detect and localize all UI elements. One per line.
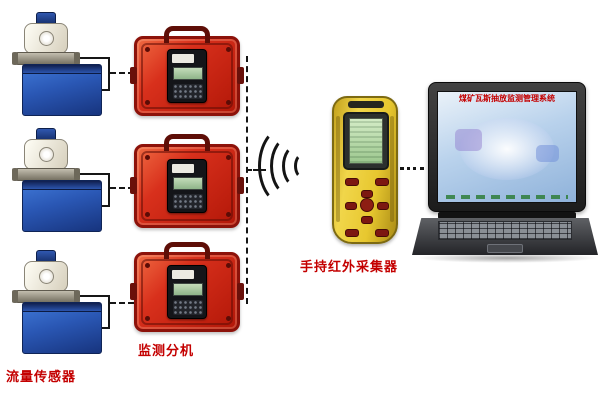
handheld-button-up [361,190,373,198]
laptop-screen-title: 煤矿瓦斯抽放监测管理系统 [459,94,555,103]
connector-line [108,295,110,329]
panel-keypad [173,194,203,209]
handheld-button [345,178,359,186]
monitor-unit-case [130,242,244,332]
connector-line [102,205,108,207]
panel-label [172,164,194,173]
case-panel [167,49,207,103]
case-latch [237,176,244,194]
sensor-tank [22,302,102,354]
sensor-transmitter [24,261,68,292]
case-latch [237,67,244,85]
monitor-unit-case [130,26,244,116]
panel-keypad [173,300,203,315]
case-latch [130,176,137,194]
connector-line [108,57,110,91]
dashed-connector [246,169,266,171]
laptop-hinge [438,212,576,219]
flow-sensor-unit [12,250,116,356]
sensor-tank-rim [23,65,101,74]
case-panel [167,265,207,319]
sensor-tank-rim [23,303,101,312]
flow-sensor-label: 流量传感器 [6,370,77,385]
case-latch [130,67,137,85]
sensor-gauge-face [39,147,54,162]
connector-line [80,295,108,297]
case-frame [141,43,233,109]
handheld-button-left [345,202,357,210]
dashed-connector [110,302,134,304]
case-frame [141,151,233,221]
case-handle [164,26,210,43]
panel-keypad [173,84,203,99]
sensor-gauge-face [39,269,54,284]
sensor-tank [22,64,102,116]
laptop-shadow [416,253,598,263]
laptop-display: 煤矿瓦斯抽放监测管理系统 [437,91,577,203]
connector-line [108,173,110,207]
wireless-signal-arc [258,126,312,206]
panel-label [172,270,194,279]
case-handle [164,242,210,259]
dashed-connector [110,72,134,74]
panel-lcd [173,67,203,80]
panel-label [172,54,194,63]
connector-line [80,57,108,59]
connector-line [102,327,108,329]
handheld-button [375,178,389,186]
sensor-transmitter [24,23,68,54]
monitor-unit-case [130,134,244,228]
case-frame [141,259,233,325]
case-handle [164,134,210,151]
monitor-unit-label: 监测分机 [138,344,195,359]
dotted-connector [400,167,424,170]
sensor-tank [22,180,102,232]
infrared-port [348,101,384,108]
flow-sensor-unit [12,12,116,118]
screen-footer-strip [446,195,568,199]
panel-lcd [173,177,203,190]
panel-lcd [173,283,203,296]
sensor-tank-rim [23,181,101,190]
laptop-screen: 煤矿瓦斯抽放监测管理系统 [428,82,586,212]
connector-line [80,173,108,175]
sensor-transmitter [24,139,68,170]
handheld-button-right [377,202,389,210]
dashed-connector [110,187,134,189]
dashed-bus-line [246,56,248,304]
handheld-button [375,229,389,237]
case-latch [237,283,244,301]
handheld-collector [332,96,398,244]
flow-sensor-unit [12,128,116,234]
handheld-button-down [361,216,373,224]
case-panel [167,159,207,213]
handheld-button-ok [360,198,374,212]
connector-line [102,89,108,91]
sensor-gauge-face [39,31,54,46]
handheld-button [345,229,359,237]
laptop-base [412,218,598,255]
handheld-screen [343,112,389,170]
screen-graphic [454,129,483,152]
case-latch [130,283,137,301]
laptop-touchpad [487,244,523,253]
screen-graphic [536,144,560,163]
laptop-keyboard [438,221,572,240]
handheld-label: 手持红外采集器 [300,260,399,275]
handheld-lcd [349,118,383,164]
